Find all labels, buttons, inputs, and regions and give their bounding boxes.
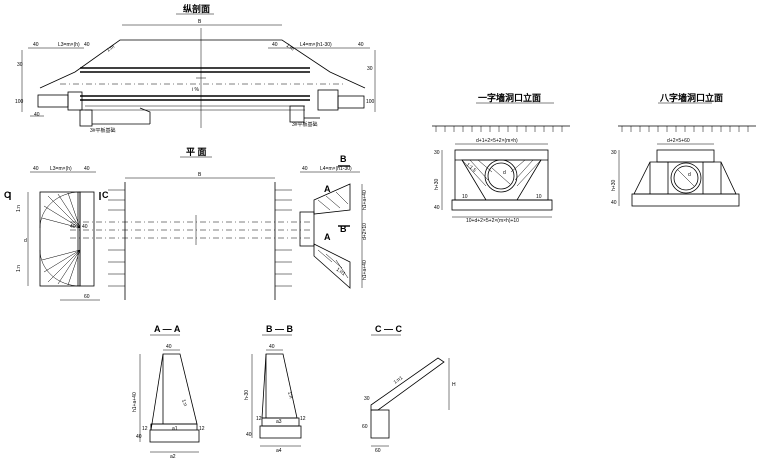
dim-plan-40: 40	[33, 166, 39, 172]
dim-right-40b: 40	[358, 42, 364, 48]
dim-straight-v30: 30	[434, 150, 440, 156]
ratio-left: 1:m	[106, 44, 116, 54]
dim-cc-30: 30	[364, 396, 370, 402]
splay-headwall-elevation: 八字墙洞口立面 d+2×5+60 d 30 h+30 40	[611, 92, 756, 207]
dim-straight-v-h: h+30	[434, 179, 440, 190]
dim-top-b: B	[198, 19, 202, 25]
dim-plan-l3: L3=m×(h)	[50, 166, 72, 172]
label-slope: i %	[192, 87, 200, 93]
dim-splay-v30: 30	[611, 150, 617, 156]
dim-vert-30: 30	[17, 62, 23, 68]
dim-cc-60v: 60	[362, 424, 368, 430]
dim-bottom-40: 40	[34, 112, 40, 118]
title-sec-bb: B — B	[266, 324, 294, 334]
title-longitudinal: 纵剖面	[183, 3, 210, 14]
dim-plan-r-upper: h1+a+40	[362, 190, 368, 210]
dim-bb-12l: 12	[256, 416, 262, 422]
title-straight-wall: 一字墙洞口立面	[478, 92, 541, 103]
dim-plan-b: B	[198, 172, 202, 178]
dim-cc-60h: 60	[375, 448, 381, 454]
dim-straight-bottom: 10+d+2×5+2×(m×h)+10	[466, 218, 519, 224]
dim-plan-side-d: d	[24, 238, 27, 244]
dim-bb-a4: a4	[276, 448, 282, 454]
dim-splay-v40: 40	[611, 200, 617, 206]
dim-splay-v-h: h+30	[611, 180, 617, 191]
dim-straight-10l: 10	[462, 194, 468, 200]
dim-plan-side-upper: 1:n	[16, 205, 22, 212]
label-splay-d: d	[688, 172, 691, 178]
straight-headwall-elevation: 一字墙洞口立面 d+1+2×5+2×(m×h) d 30 h+30 40 10 …	[432, 92, 570, 224]
dim-bb-40: 40	[246, 432, 252, 438]
dim-aa-a2: a2	[170, 454, 176, 460]
dim-plan-l4: L4=m×(h1-30)	[320, 166, 352, 172]
dim-aa-a1: a1	[172, 426, 178, 432]
dim-plan-r-lower: h1+a+40	[362, 260, 368, 280]
sec-mark-b-top: B	[340, 154, 347, 164]
dim-straight-top: d+1+2×5+2×(m×h)	[476, 138, 518, 144]
dim-right-40: 40	[272, 42, 278, 48]
dim-plan-40b: 40	[84, 166, 90, 172]
dim-plan-bottom-60: 60	[84, 294, 90, 300]
ratio-straight: 1:1.5	[465, 162, 478, 174]
dim-plan-inner-40b: 40	[82, 224, 88, 230]
ratio-cc: 1:n1	[393, 375, 405, 386]
dim-right-vert-100: 100	[366, 99, 375, 105]
dim-straight-10r: 10	[536, 194, 542, 200]
note-base-right: 3#平板基础	[292, 121, 318, 128]
dim-aa-top: 40	[166, 344, 172, 350]
sec-mark-b-bottom: B	[340, 224, 347, 234]
dim-aa-h: h1+a+40	[132, 392, 138, 412]
dim-aa-12r: 12	[199, 426, 205, 432]
dim-left-40: 40	[33, 42, 39, 48]
dim-plan-r40: 40	[302, 166, 308, 172]
sec-mark-a-bottom: A	[324, 232, 331, 242]
dim-right-l4: L4=m×(h1-30)	[300, 42, 332, 48]
title-sec-aa: A — A	[154, 324, 181, 334]
section-b-b: B — B 40 h-30 40 12 12 a3 a4 1:n	[244, 324, 306, 454]
dim-splay-top: d+2×5+60	[667, 138, 690, 144]
dim-right-vert-30: 30	[367, 66, 373, 72]
title-sec-cc: C — C	[375, 324, 403, 334]
section-c-c: C — C H 1:n1 30 60 60	[362, 324, 456, 454]
longitudinal-section: 纵剖面 B i % 40 L3=m×(h) 40 3	[15, 3, 376, 134]
title-splay-wall: 八字墙洞口立面	[659, 92, 723, 103]
dim-aa-12l: 12	[142, 426, 148, 432]
label-straight-d: d	[503, 170, 506, 176]
dim-cc-h: H	[452, 382, 456, 388]
dim-left-l3: L3=m×(h)	[58, 42, 80, 48]
plan-view: 平 面 B 40 L3=m×(h) 40 40 L4=m×(h1-30)	[4, 147, 368, 301]
dim-bb-top: 40	[269, 344, 275, 350]
dim-bb-12r: 12	[300, 416, 306, 422]
dim-plan-inner-40: 40	[70, 224, 76, 230]
dim-plan-r-mid: d+2×10	[362, 223, 368, 240]
dim-straight-v40: 40	[434, 205, 440, 211]
note-base-left: 3#平板基础	[90, 127, 116, 134]
dim-plan-ratio-out: 1:n1	[335, 267, 347, 278]
dim-plan-side-lower: 1:n	[16, 265, 22, 272]
dim-aa-40: 40	[136, 434, 142, 440]
section-a-a: A — A 40 h1+a+40 40 12 12 a1 a2 1:n	[132, 324, 205, 460]
ratio-right: 1:m	[285, 43, 295, 53]
dim-left-40b: 40	[84, 42, 90, 48]
dim-bb-h: h-30	[244, 390, 250, 400]
dim-bb-a3: a3	[276, 419, 282, 425]
dim-vert-100: 100	[15, 99, 24, 105]
ratio-bb: 1:n	[286, 391, 294, 399]
sec-mark-c-left: C	[4, 190, 11, 200]
sec-mark-c-right: C	[102, 190, 109, 200]
sec-mark-a-top: A	[324, 184, 331, 194]
ratio-aa: 1:n	[180, 399, 188, 408]
title-plan: 平 面	[186, 147, 207, 157]
